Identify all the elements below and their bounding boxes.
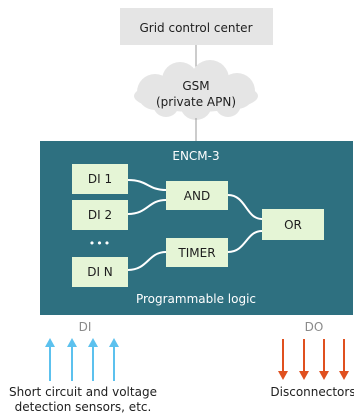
input-box-di2 [72, 200, 128, 230]
di-caption-line2: detection sensors, etc. [15, 400, 152, 414]
input-label-di1: DI 1 [88, 172, 112, 186]
device-footer: Programmable logic [136, 292, 256, 306]
or-gate-box [262, 209, 324, 240]
or-gate-label: OR [284, 218, 302, 232]
input-ellipsis: ••• [89, 237, 111, 250]
and-gate-label: AND [184, 189, 210, 203]
input-box-di1 [72, 164, 128, 194]
do-label: DO [305, 320, 324, 334]
timer-gate-label: TIMER [177, 246, 215, 260]
network-apn-label: (private APN) [156, 95, 236, 109]
logic-wires [127, 179, 263, 271]
device-title: ENCM-3 [172, 149, 219, 163]
di-arrows [45, 338, 119, 381]
cloud-icon [134, 60, 258, 120]
timer-gate-box [166, 238, 228, 267]
and-gate-box [166, 181, 228, 210]
di-label: DI [79, 320, 92, 334]
control-center-box [120, 8, 273, 45]
do-arrows [278, 339, 349, 380]
input-label-din: DI N [87, 265, 113, 279]
input-label-di2: DI 2 [88, 208, 112, 222]
input-box-din [72, 257, 128, 287]
control-center-label: Grid control center [139, 21, 252, 35]
do-caption: Disconnectors [270, 385, 354, 399]
network-label: GSM [182, 79, 209, 93]
di-caption-line1: Short circuit and voltage [9, 385, 157, 399]
